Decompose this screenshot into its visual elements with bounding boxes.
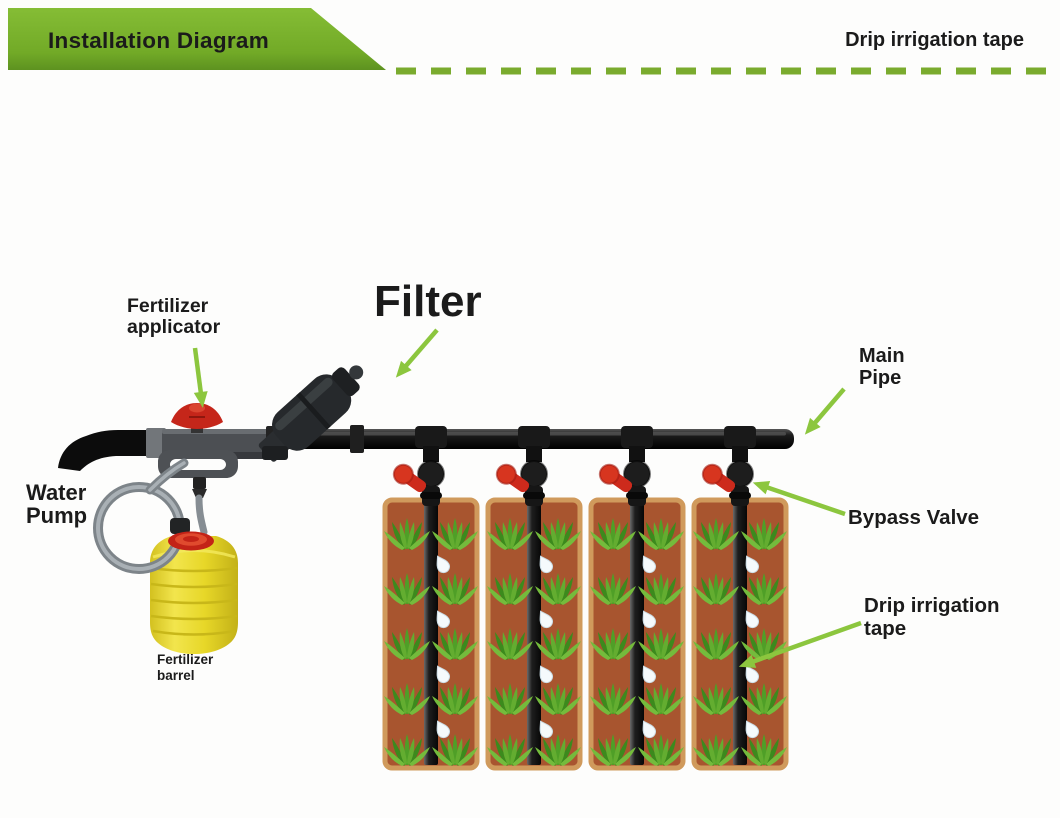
fertilizer-barrel-label: Fertilizer (157, 652, 214, 667)
suction-tube-loop (93, 458, 189, 574)
bypass-valve-arrow (752, 481, 846, 517)
filter-arrow (395, 328, 439, 378)
drip-tape-label: Drip irrigation (864, 594, 1000, 617)
injection-tube (195, 494, 208, 536)
diagram-labels: Fertilizer applicator Filter Water Pump … (26, 277, 1000, 683)
crop-bed-3 (590, 500, 684, 768)
fertilizer-barrel-label-2: barrel (157, 668, 195, 683)
injector-nozzle (192, 489, 207, 498)
manifold-highlight (162, 429, 282, 434)
fertilizer-barrel (150, 536, 238, 654)
pump-coupling (146, 428, 166, 458)
injector-outlet-fitting (193, 477, 206, 489)
main-pipe (266, 425, 794, 453)
drip-tape-arrow (738, 620, 862, 668)
header-tagline: Drip irrigation tape (845, 29, 1024, 51)
fertilizer-applicator-arrow (192, 347, 208, 408)
water-pump-outlet-pipe (58, 430, 152, 471)
filter-tee (262, 446, 288, 460)
water-pump-label: Water (26, 480, 87, 505)
water-pump-label-2: Pump (26, 503, 87, 528)
fertilizer-applicator-label-2: applicator (127, 316, 221, 338)
banner-title: Installation Diagram (48, 28, 269, 53)
fertilizer-applicator-label: Fertilizer (127, 295, 209, 317)
barrel-cap (168, 531, 214, 551)
main-pipe-arrow (804, 387, 846, 435)
main-pipe-label-2: Pipe (859, 367, 901, 389)
drip-tape-label-2: tape (864, 617, 906, 640)
callout-arrows (192, 328, 862, 668)
barrel-inlet-fitting (170, 518, 190, 534)
filter-label: Filter (374, 277, 482, 326)
fertilizer-applicator-valve (171, 403, 223, 433)
crop-bed-4 (693, 500, 787, 768)
header-banner: Installation Diagram (8, 8, 386, 70)
main-pipe-label: Main (859, 345, 905, 367)
crop-bed-1 (384, 500, 478, 768)
pipe-coupling (350, 425, 364, 453)
bypass-valve-label: Bypass Valve (848, 506, 979, 529)
crop-bed-2 (487, 500, 581, 768)
